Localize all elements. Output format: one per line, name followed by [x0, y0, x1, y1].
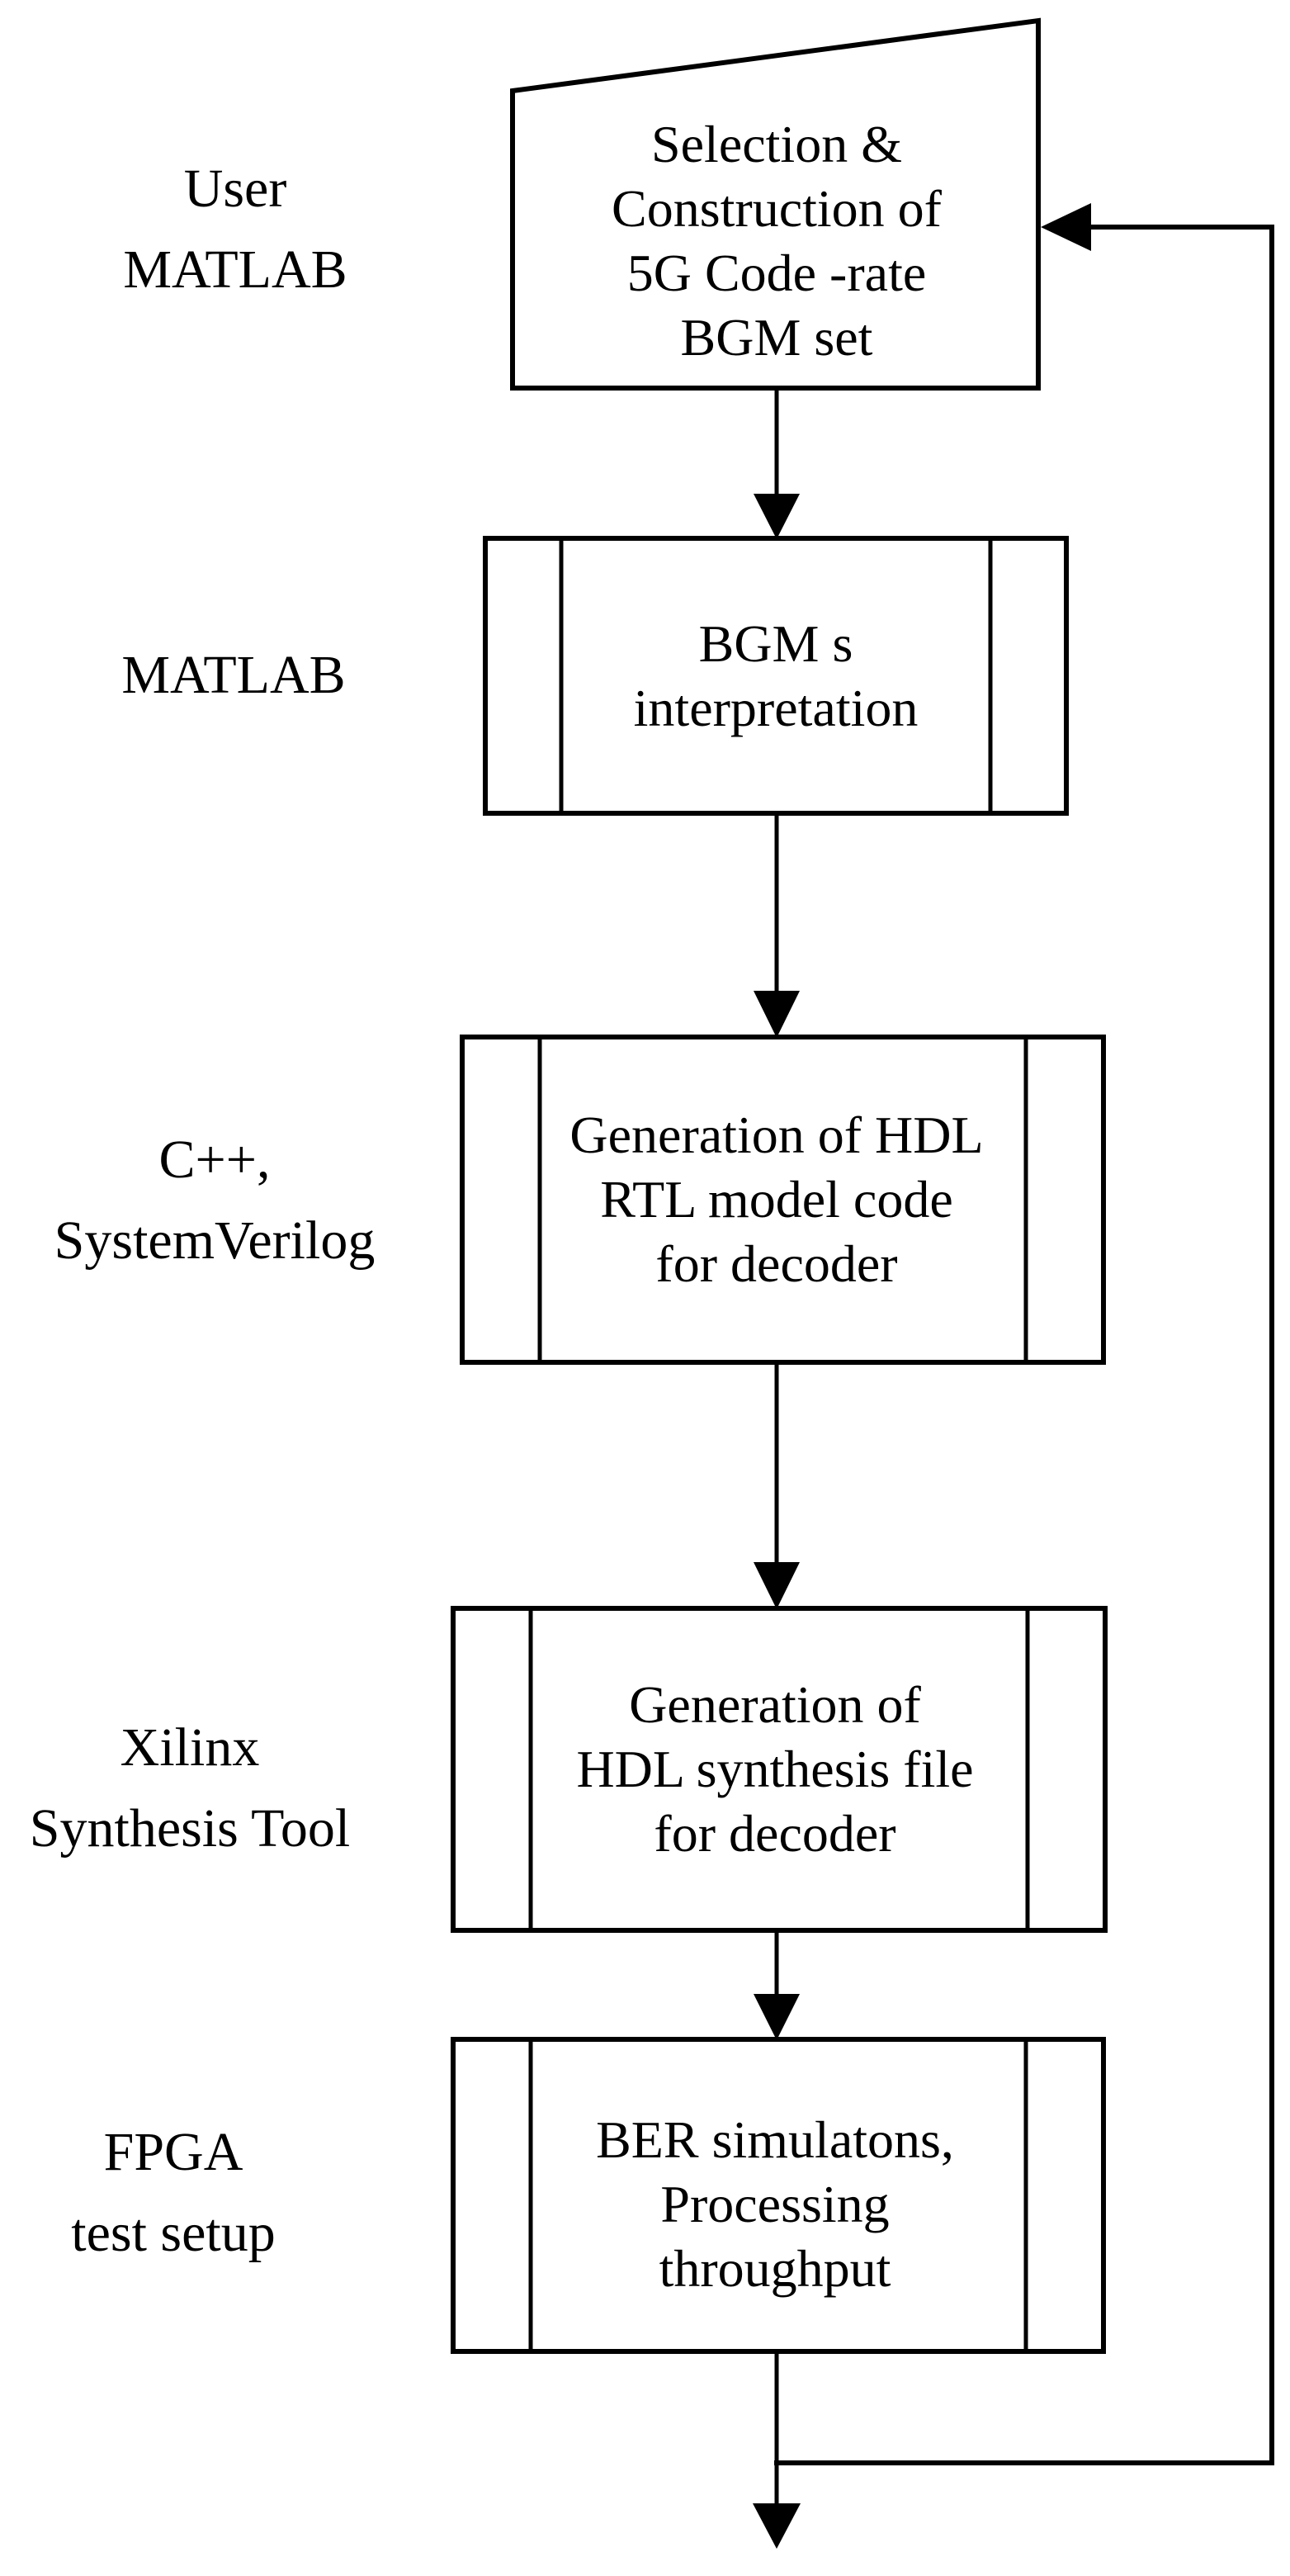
- side-label-line: MATLAB: [121, 645, 346, 705]
- node-2-box: [483, 536, 1069, 816]
- node-2-text-line: interpretation: [633, 679, 919, 737]
- side-label-line: C++,: [158, 1129, 271, 1190]
- node-3-text: Generation of HDL RTL model code for dec…: [548, 1044, 1005, 1356]
- node-5-text-line: throughput: [659, 2239, 891, 2298]
- side-label-xilinx-synthesis-tool: Xilinx Synthesis Tool: [8, 1707, 371, 1869]
- node-2-text-line: BGM s: [698, 614, 853, 673]
- side-label-fpga-test-setup: FPGA test setup: [0, 2112, 355, 2274]
- node-4-box: [451, 1606, 1108, 1933]
- connector-1-head: [754, 494, 800, 539]
- node-5-text: BER simulatons, Processing throughput: [539, 2060, 1011, 2349]
- side-label-matlab: MATLAB: [52, 635, 415, 716]
- node-3-box: [460, 1035, 1106, 1365]
- node-3-text-line: Generation of HDL: [569, 1106, 984, 1164]
- node-1-text-line: 5G Code -rate: [626, 244, 927, 302]
- connector-2-head: [754, 991, 800, 1038]
- node-5-box: [451, 2037, 1106, 2354]
- node-4-text-line: HDL synthesis file: [576, 1740, 974, 1798]
- exit-arrow-head: [753, 2503, 801, 2549]
- side-label-line: Xilinx: [120, 1717, 260, 1778]
- side-label-user-matlab: User MATLAB: [54, 149, 417, 310]
- node-2-text: BGM s interpretation: [569, 545, 982, 807]
- node-4-text-line: for decoder: [654, 1804, 896, 1863]
- node-1-text-line: BGM set: [680, 308, 873, 367]
- node-5-text-line: Processing: [660, 2175, 890, 2233]
- side-label-line: test setup: [71, 2203, 276, 2263]
- node-1-manual-input-shape: [510, 17, 1041, 391]
- node-1-text-line: Selection &: [651, 115, 902, 173]
- node-1-text: Selection & Construction of 5G Code -rat…: [529, 102, 1024, 380]
- side-label-line: SystemVerilog: [54, 1210, 376, 1271]
- side-label-line: FPGA: [103, 2122, 243, 2182]
- side-label-line: Synthesis Tool: [29, 1798, 351, 1859]
- feedback-arrow-head: [1041, 203, 1091, 251]
- connector-3-head: [754, 1562, 800, 1609]
- node-4-text: Generation of HDL synthesis file for dec…: [539, 1615, 1011, 1924]
- side-label-line: User: [183, 159, 287, 219]
- feedback-line: [774, 225, 1274, 2465]
- node-1-text-line: Construction of: [612, 179, 942, 238]
- side-label-cpp-systemverilog: C++, SystemVerilog: [33, 1120, 396, 1281]
- node-3-text-line: for decoder: [655, 1234, 898, 1293]
- node-3-text-line: RTL model code: [600, 1170, 953, 1229]
- node-4-text-line: Generation of: [629, 1675, 921, 1734]
- node-5-text-line: BER simulatons,: [596, 2110, 954, 2169]
- connector-4-head: [754, 1994, 800, 2040]
- side-label-line: MATLAB: [123, 239, 347, 300]
